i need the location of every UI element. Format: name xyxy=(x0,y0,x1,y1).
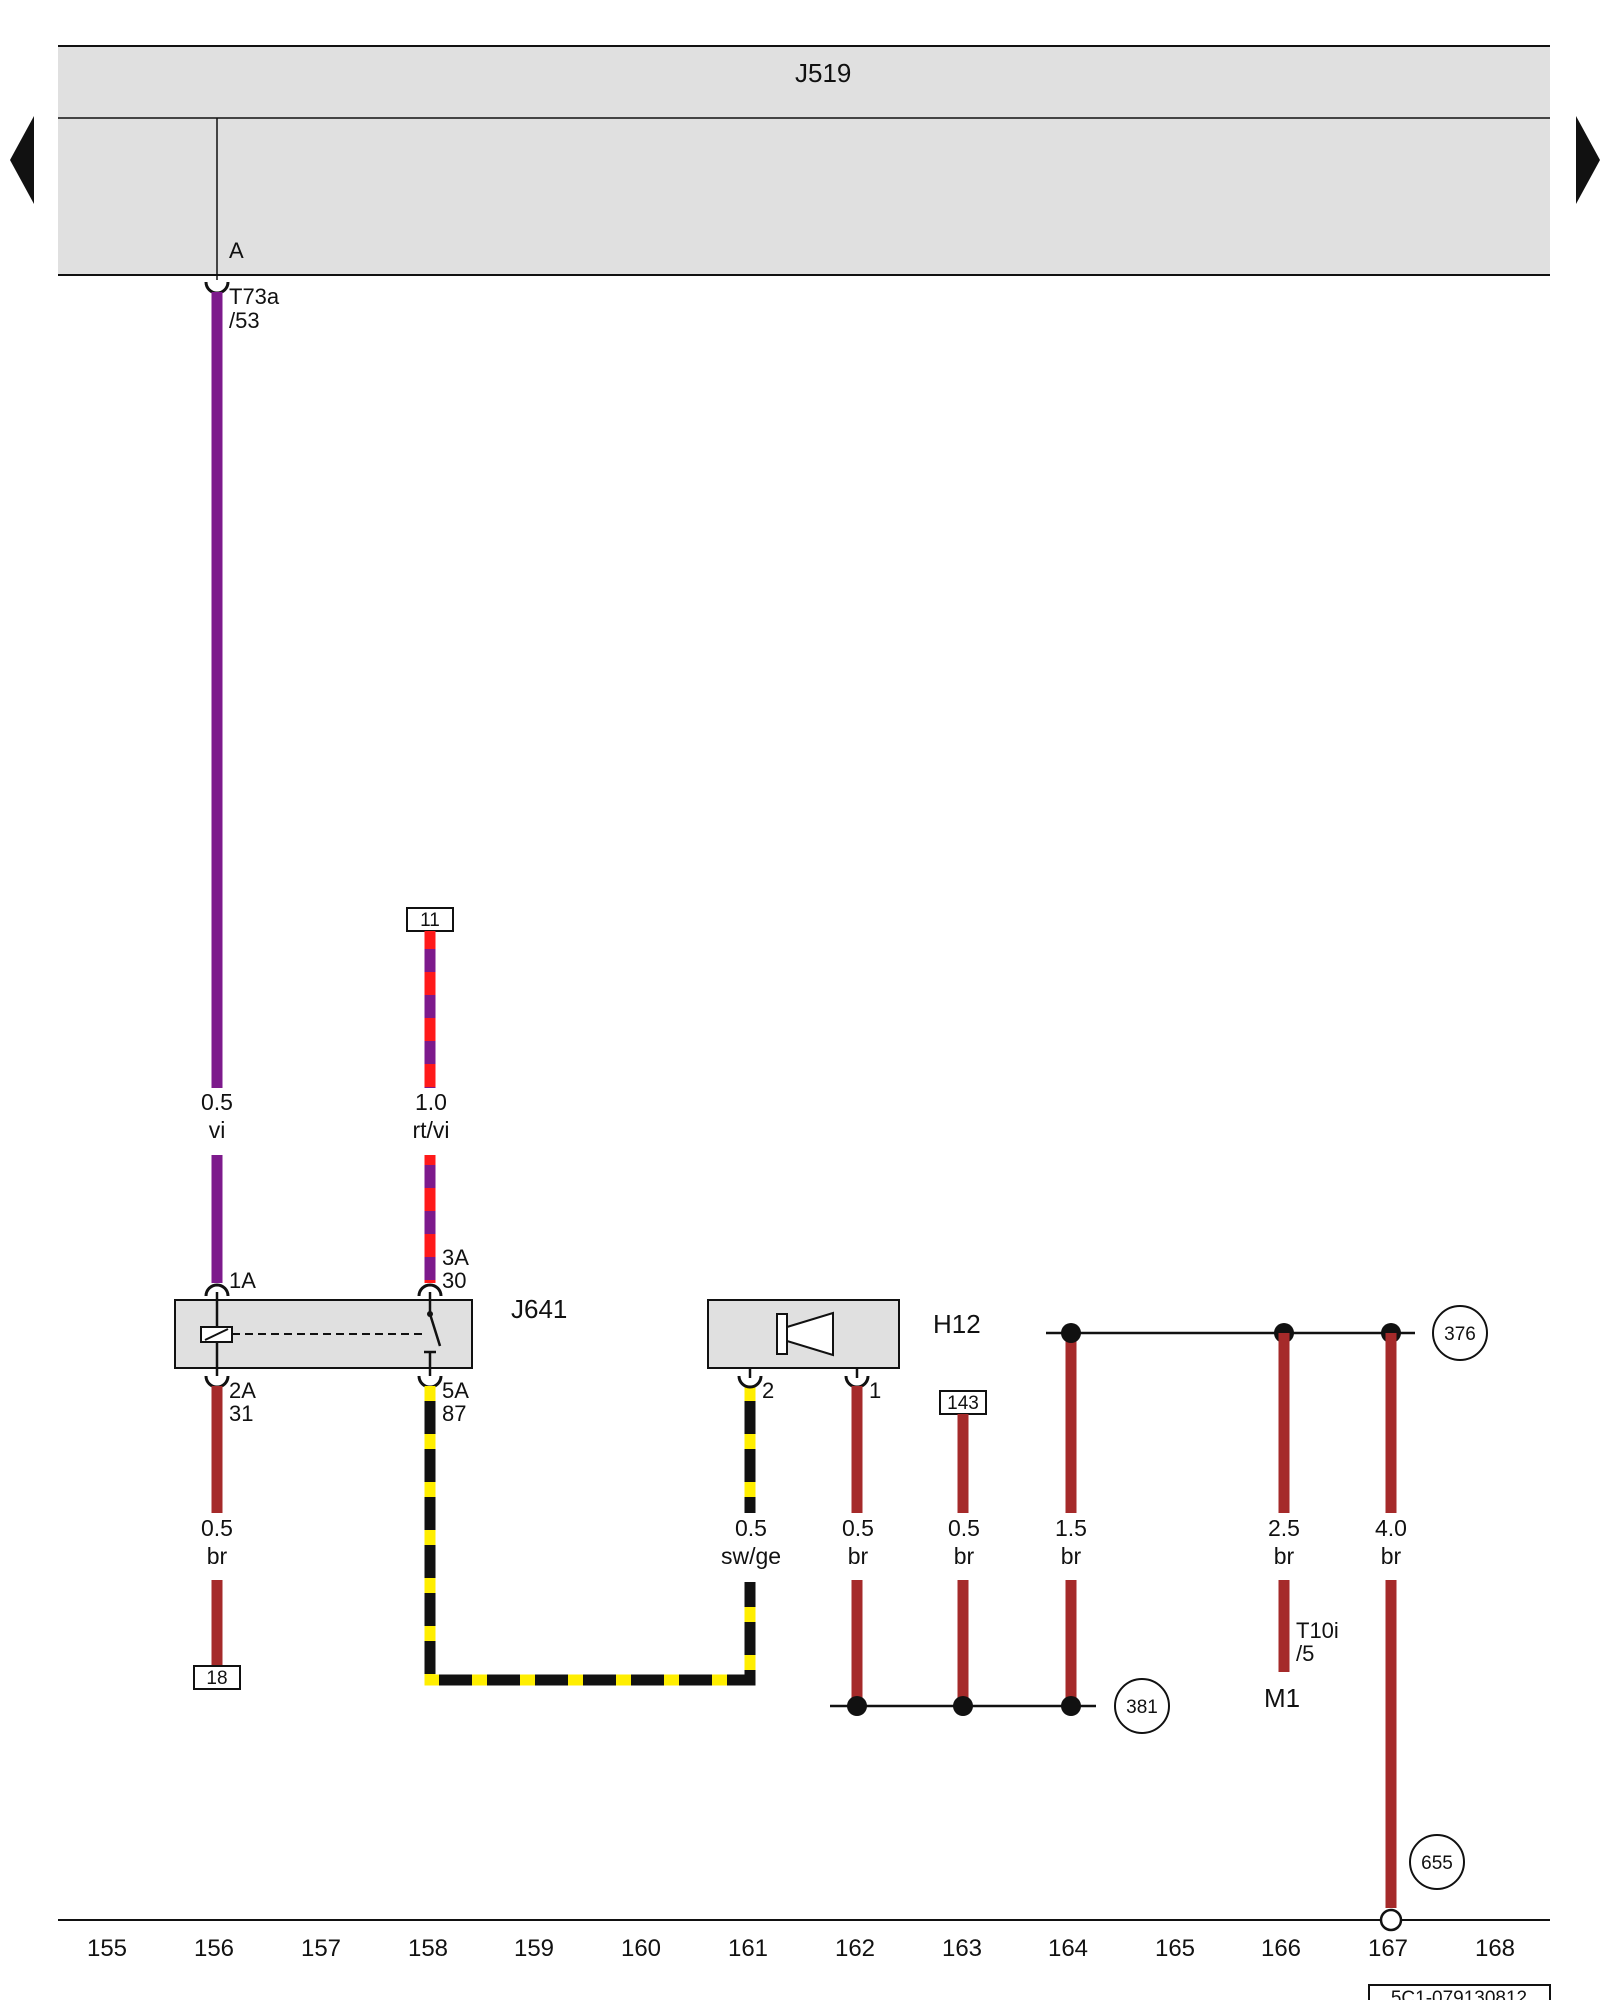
column-number: 159 xyxy=(514,1935,554,1962)
svg-text:376: 376 xyxy=(1444,1324,1476,1345)
ref-circle-381[interactable]: 381 xyxy=(1114,1678,1170,1734)
column-number: 157 xyxy=(301,1935,341,1962)
column-number: 163 xyxy=(942,1935,982,1962)
column-number: 160 xyxy=(621,1935,661,1962)
document-id-box: 5C1-079130812 xyxy=(1368,1984,1551,2000)
svg-text:18: 18 xyxy=(206,1668,227,1689)
connector-t73a-icon xyxy=(204,281,230,295)
wire-167-color-code: br xyxy=(1381,1543,1402,1569)
ref-circle-655[interactable]: 655 xyxy=(1409,1834,1465,1890)
column-number: 162 xyxy=(835,1935,875,1962)
wire-164-color-code: br xyxy=(1061,1543,1082,1569)
t73a-connector-label: T73a xyxy=(229,284,280,309)
horn-label: H12 xyxy=(933,1309,981,1339)
horn-h12: H12 xyxy=(707,1299,981,1369)
column-number: 166 xyxy=(1261,1935,1301,1962)
ground-point-label: M1 xyxy=(1264,1683,1300,1713)
ref-box-18[interactable]: 18 xyxy=(193,1665,241,1690)
wire-163-color-code: br xyxy=(954,1543,975,1569)
ref-box-143[interactable]: 143 xyxy=(939,1390,987,1415)
wire-161-size: 0.5 xyxy=(735,1515,767,1541)
wire-156-bottom-color-code: br xyxy=(207,1543,228,1569)
column-number: 155 xyxy=(87,1935,127,1962)
column-number: 156 xyxy=(194,1935,234,1962)
ground-bus-376 xyxy=(1046,1323,1415,1343)
t73a-pin-label: /53 xyxy=(229,308,260,333)
wire-164-size: 1.5 xyxy=(1055,1515,1087,1541)
wire-162-color-code: br xyxy=(848,1543,869,1569)
horn-pin-2: 2 xyxy=(762,1378,774,1403)
relay-coil-icon xyxy=(200,1326,233,1343)
relay-pin-1a-connector-icon xyxy=(204,1283,230,1297)
page-right-arrow-icon[interactable] xyxy=(1576,116,1600,204)
wire-156-bottom-size: 0.5 xyxy=(201,1515,233,1541)
relay-pin-2a-connector-icon xyxy=(204,1375,230,1389)
svg-text:143: 143 xyxy=(947,1393,979,1414)
t10i-connector-label: T10i xyxy=(1296,1618,1339,1643)
ref-box-11[interactable]: 11 xyxy=(406,907,454,932)
t10i-pin-label: /5 xyxy=(1296,1641,1314,1666)
wire-161-color-code: sw/ge xyxy=(721,1543,781,1569)
wire-161-black-yellow[interactable] xyxy=(424,1386,756,1686)
wire-156-color-code: vi xyxy=(209,1117,226,1143)
column-number: 168 xyxy=(1475,1935,1515,1962)
wire-162-size: 0.5 xyxy=(842,1515,874,1541)
wire-158-size: 1.0 xyxy=(415,1089,447,1115)
column-number: 158 xyxy=(408,1935,448,1962)
svg-text:655: 655 xyxy=(1421,1853,1453,1874)
column-number: 161 xyxy=(728,1935,768,1962)
horn-pin-1: 1 xyxy=(869,1378,881,1403)
relay-pin-1a: 1A xyxy=(229,1268,256,1293)
relay-pin-5a-connector-icon xyxy=(417,1375,443,1389)
control-unit-terminal-label: A xyxy=(229,238,244,263)
relay-j641: J641 xyxy=(174,1292,567,1376)
control-unit-label: J519 xyxy=(795,58,851,88)
relay-switch-icon xyxy=(424,1292,442,1376)
wire-158-color-code: rt/vi xyxy=(412,1117,449,1143)
relay-pin-31: 31 xyxy=(229,1401,253,1426)
svg-text:11: 11 xyxy=(420,910,440,931)
wire-166-color-code: br xyxy=(1274,1543,1295,1569)
svg-text:381: 381 xyxy=(1126,1697,1158,1718)
column-number: 167 xyxy=(1368,1935,1408,1962)
column-numbers: 155 156 157 158 159 160 161 162 163 164 … xyxy=(87,1935,1515,1962)
wire-156-size: 0.5 xyxy=(201,1089,233,1115)
ref-circle-376[interactable]: 376 xyxy=(1432,1305,1488,1361)
horn-icon xyxy=(776,1311,834,1357)
page-left-arrow-icon[interactable] xyxy=(10,116,34,204)
relay-label: J641 xyxy=(511,1294,567,1324)
ground-bus-381 xyxy=(830,1696,1096,1716)
relay-pin-30: 30 xyxy=(442,1268,466,1293)
wire-166-size: 2.5 xyxy=(1268,1515,1300,1541)
control-unit-j519: J519 A xyxy=(58,45,1550,276)
relay-pin-2a: 2A xyxy=(229,1378,256,1403)
relay-pin-5a: 5A xyxy=(442,1378,469,1403)
wire-163-size: 0.5 xyxy=(948,1515,980,1541)
document-id: 5C1-079130812 xyxy=(1391,1988,1527,2000)
relay-pin-3a-connector-icon xyxy=(417,1283,443,1297)
column-number: 165 xyxy=(1155,1935,1195,1962)
wire-167-size: 4.0 xyxy=(1375,1515,1407,1541)
relay-pin-87: 87 xyxy=(442,1401,466,1426)
ground-terminal-167 xyxy=(1379,1908,1403,1932)
relay-pin-3a: 3A xyxy=(442,1245,469,1270)
column-number: 164 xyxy=(1048,1935,1088,1962)
horn-pin-2-connector-icon xyxy=(737,1375,763,1389)
